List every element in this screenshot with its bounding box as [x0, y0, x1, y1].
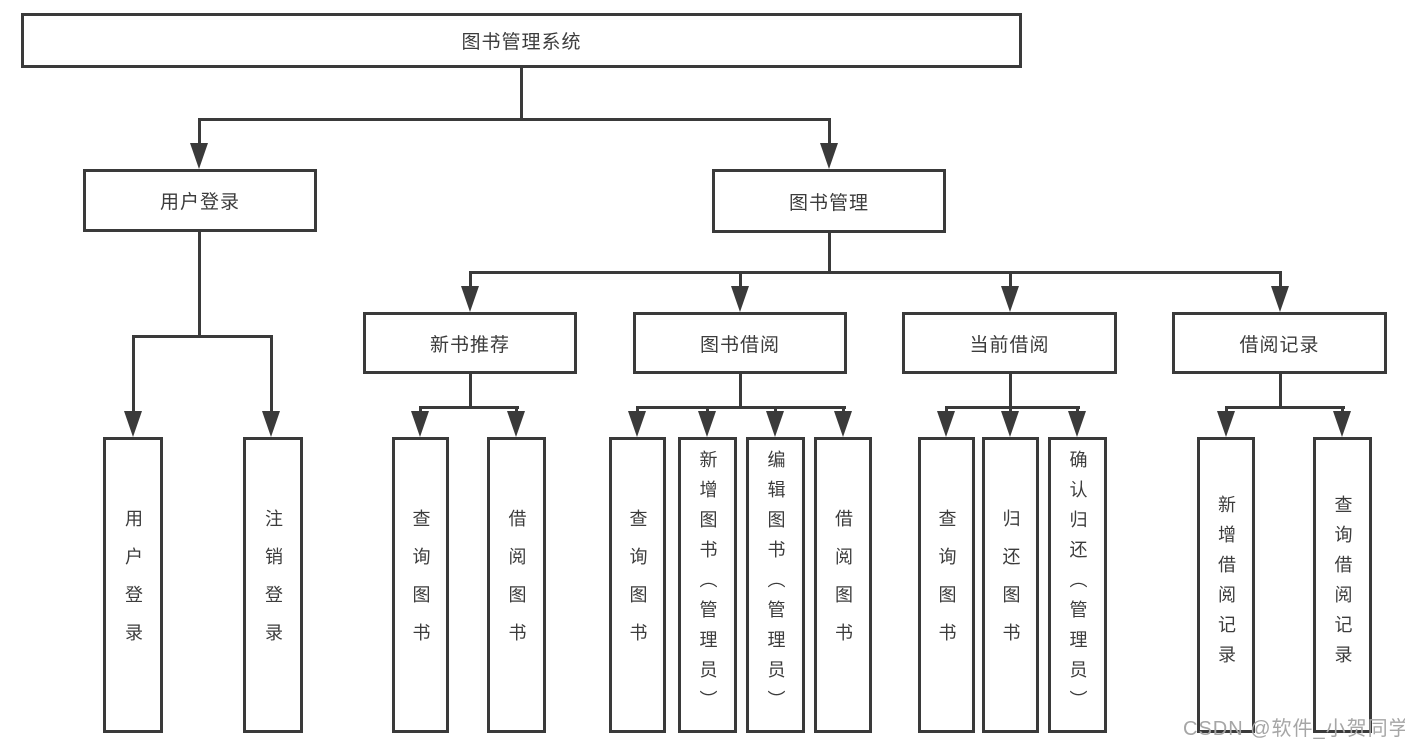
node-label: 借阅图书 — [506, 509, 527, 661]
connector-line — [1225, 406, 1345, 409]
arrow-down-icon — [698, 411, 716, 437]
connector-line — [1279, 271, 1282, 289]
node-label: 查询图书 — [936, 509, 957, 661]
node-label: 图书管理 — [788, 192, 869, 214]
connector-line — [469, 271, 472, 289]
node-leaf-borrow-books-recommend: 借阅图书 — [487, 437, 546, 733]
node-leaf-add-books-admin: 新增图书（管理员） — [678, 437, 737, 733]
arrow-down-icon — [1217, 411, 1235, 437]
connector-line — [270, 335, 273, 413]
node-new-book-recommendation: 新书推荐 — [363, 312, 577, 374]
node-leaf-query-borrow-record: 查询借阅记录 — [1313, 437, 1372, 733]
node-leaf-query-books-current: 查询图书 — [918, 437, 975, 733]
node-label: 图书管理系统 — [461, 32, 582, 53]
arrow-down-icon — [461, 286, 479, 312]
node-borrowing-records: 借阅记录 — [1172, 312, 1387, 374]
node-leaf-add-borrow-record: 新增借阅记录 — [1197, 437, 1255, 733]
arrow-down-icon — [1001, 411, 1019, 437]
connector-line — [520, 67, 523, 118]
arrow-down-icon — [937, 411, 955, 437]
connector-line — [636, 406, 846, 409]
node-label: 注销登录 — [263, 509, 283, 661]
node-label: 归还图书 — [1000, 509, 1021, 661]
node-label: 新增借阅记录 — [1216, 495, 1236, 675]
arrow-down-icon — [1068, 411, 1086, 437]
connector-line — [739, 271, 742, 289]
connector-line — [828, 118, 831, 146]
node-label: 用户登录 — [123, 509, 143, 661]
node-label: 确认归还（管理员） — [1067, 450, 1088, 720]
arrow-down-icon — [190, 143, 208, 169]
node-book-management: 图书管理 — [712, 169, 946, 233]
node-leaf-query-books-borrowing: 查询图书 — [609, 437, 666, 733]
connector-line — [469, 374, 472, 406]
node-label: 新书推荐 — [429, 334, 510, 356]
arrow-down-icon — [628, 411, 646, 437]
connector-line — [945, 406, 1080, 409]
node-label: 借阅图书 — [833, 509, 853, 661]
arrow-down-icon — [1001, 286, 1019, 312]
arrow-down-icon — [507, 411, 525, 437]
connector-line — [739, 374, 742, 406]
connector-line — [198, 232, 201, 335]
node-label: 用户登录 — [159, 192, 240, 213]
node-leaf-edit-books-admin: 编辑图书（管理员） — [746, 437, 805, 733]
arrow-down-icon — [820, 143, 838, 169]
node-label: 当前借阅 — [969, 334, 1050, 356]
node-leaf-user-login: 用户登录 — [103, 437, 163, 733]
arrow-down-icon — [124, 411, 142, 437]
arrow-down-icon — [411, 411, 429, 437]
node-label: 查询借阅记录 — [1332, 495, 1353, 675]
node-leaf-return-books: 归还图书 — [982, 437, 1039, 733]
connector-line — [1009, 271, 1012, 289]
connector-line — [132, 335, 135, 413]
node-leaf-confirm-return-admin: 确认归还（管理员） — [1048, 437, 1107, 733]
arrow-down-icon — [834, 411, 852, 437]
arrow-down-icon — [1333, 411, 1351, 437]
connector-line — [1009, 374, 1012, 406]
node-leaf-query-books-recommend: 查询图书 — [392, 437, 449, 733]
node-book-borrowing: 图书借阅 — [633, 312, 847, 374]
connector-line — [828, 233, 831, 271]
node-library-management-system: 图书管理系统 — [21, 13, 1022, 68]
node-user-login: 用户登录 — [83, 169, 317, 232]
node-label: 查询图书 — [627, 509, 648, 661]
node-label: 编辑图书（管理员） — [765, 450, 786, 720]
connector-line — [469, 271, 1282, 274]
node-label: 图书借阅 — [699, 334, 780, 356]
connector-line — [198, 118, 201, 146]
arrow-down-icon — [1271, 286, 1289, 312]
arrow-down-icon — [731, 286, 749, 312]
node-current-borrowing: 当前借阅 — [902, 312, 1117, 374]
connector-line — [198, 118, 831, 121]
csdn-watermark: CSDN @软件_小贺同学 — [1183, 718, 1405, 740]
connector-line — [419, 406, 519, 409]
node-label: 查询图书 — [410, 509, 431, 661]
connector-line — [1279, 374, 1282, 406]
node-label: 借阅记录 — [1239, 334, 1320, 356]
node-label: 新增图书（管理员） — [697, 450, 718, 720]
arrow-down-icon — [262, 411, 280, 437]
arrow-down-icon — [766, 411, 784, 437]
node-leaf-borrow-books: 借阅图书 — [814, 437, 872, 733]
node-leaf-logout: 注销登录 — [243, 437, 303, 733]
connector-line — [132, 335, 273, 338]
